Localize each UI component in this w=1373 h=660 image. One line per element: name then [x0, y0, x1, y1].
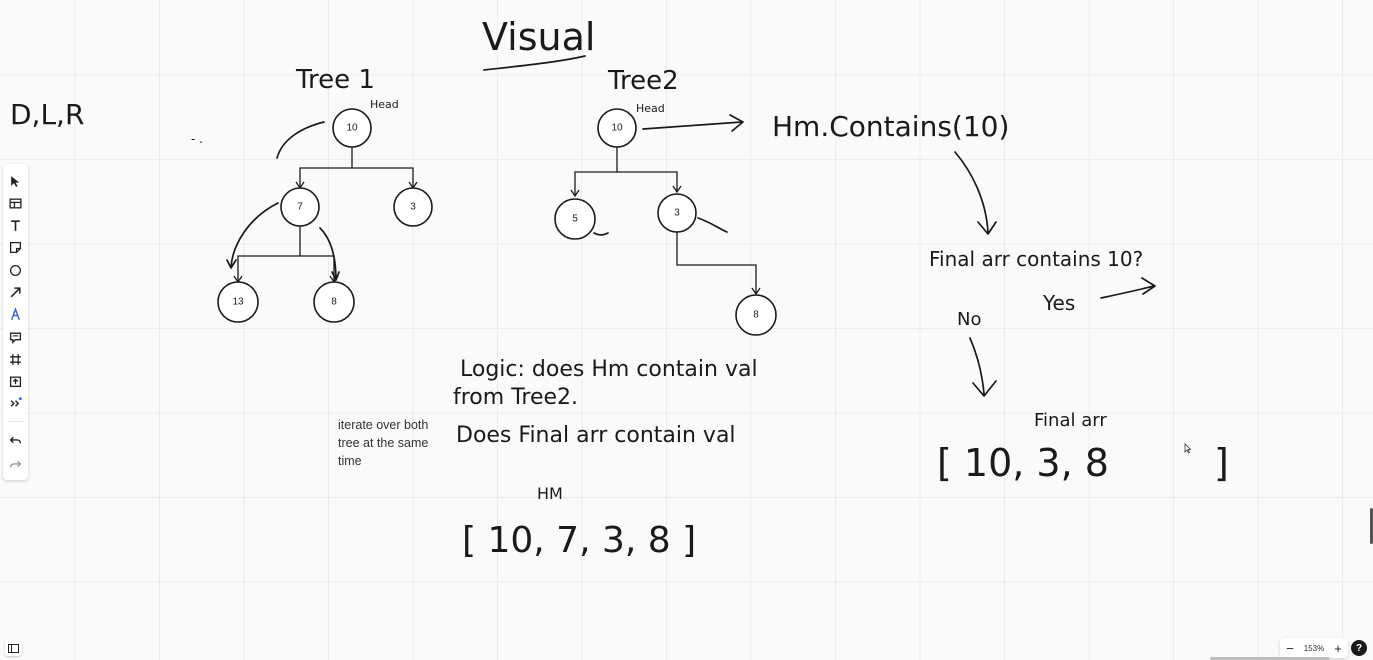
- zoom-control: − 153% +: [1280, 638, 1348, 658]
- tree1-node[interactable]: 10: [332, 108, 372, 148]
- panel-toggle-button[interactable]: [5, 640, 22, 656]
- arrowhead: [570, 189, 580, 198]
- zoom-level[interactable]: 153%: [1303, 643, 1325, 653]
- final-arr-label: Final arr: [1034, 410, 1107, 431]
- tree1-node[interactable]: 13: [217, 281, 259, 323]
- note-dash: - .: [191, 132, 203, 146]
- logic-line2: from Tree2.: [453, 385, 578, 410]
- redo-icon[interactable]: [3, 454, 28, 474]
- tree2-node[interactable]: 10: [597, 108, 637, 148]
- mouse-cursor-icon: [1184, 443, 1192, 454]
- arrowhead: [751, 287, 761, 296]
- traversal-stroke: [319, 227, 340, 281]
- board-title: Visual: [482, 15, 595, 59]
- sticky-note-tool-icon[interactable]: [3, 237, 28, 257]
- flow-arrow: [642, 114, 744, 132]
- pen-tool-icon[interactable]: [3, 304, 28, 324]
- logic-line3: Does Final arr contain val: [456, 423, 736, 448]
- tree2-node[interactable]: 5: [554, 198, 596, 240]
- traversal-stroke: [276, 121, 325, 159]
- svg-text:7: 7: [297, 202, 303, 213]
- svg-text:8: 8: [753, 310, 759, 321]
- final-arr-values: [ 10, 3, 8: [937, 441, 1109, 485]
- svg-text:10: 10: [346, 123, 358, 134]
- tree1-head-label: Head: [370, 98, 399, 111]
- tree1-node[interactable]: 3: [393, 187, 433, 227]
- no-label: No: [957, 309, 981, 330]
- logic-line1: Logic: does Hm contain val: [460, 357, 758, 382]
- final-question-text: Final arr contains 10?: [929, 247, 1143, 271]
- left-toolbar: [3, 164, 28, 480]
- undo-icon[interactable]: [3, 430, 28, 450]
- tree2-edge-10-5: [574, 147, 618, 196]
- svg-text:8: 8: [331, 297, 337, 308]
- svg-text:5: 5: [572, 214, 578, 225]
- tree2-edge-3-8: [676, 231, 757, 294]
- frame-layout-tool-icon[interactable]: [3, 193, 28, 213]
- horizontal-scrollbar[interactable]: [1210, 657, 1330, 660]
- title-underline: [483, 55, 586, 71]
- text-tool-icon[interactable]: [3, 215, 28, 235]
- tree1-label: Tree 1: [295, 65, 375, 95]
- comment-tool-icon[interactable]: [3, 327, 28, 347]
- tree2-head-label: Head: [636, 102, 665, 115]
- tree1-edge-7-8: [300, 255, 335, 282]
- tree2-node[interactable]: 3: [657, 193, 697, 233]
- tree2-node[interactable]: 8: [735, 294, 777, 336]
- tree1-node[interactable]: 8: [313, 281, 355, 323]
- traversal-stroke: [593, 232, 609, 236]
- sidebar-panel-icon: [8, 643, 19, 653]
- frame-tool-icon[interactable]: [3, 349, 28, 369]
- upload-tool-icon[interactable]: [3, 371, 28, 391]
- svg-text:3: 3: [410, 202, 416, 213]
- traversal-stroke: [226, 202, 279, 269]
- shape-tool-icon[interactable]: [3, 260, 28, 280]
- svg-text:13: 13: [232, 297, 244, 308]
- tree1-edge-10-7: [299, 147, 353, 188]
- svg-text:3: 3: [674, 208, 680, 219]
- yes-arrow: [1100, 277, 1156, 299]
- hm-contains-text: Hm.Contains(10): [772, 110, 1009, 143]
- vertical-scrollbar[interactable]: [1370, 508, 1373, 544]
- more-tools-icon[interactable]: [3, 393, 28, 413]
- hm-label: HM: [537, 484, 563, 503]
- tree1-node[interactable]: 7: [280, 187, 320, 227]
- help-button[interactable]: ?: [1351, 640, 1367, 656]
- svg-text:10: 10: [611, 123, 623, 134]
- sticky-note-text[interactable]: iterate over both tree at the same time: [338, 418, 429, 468]
- hm-values: [ 10, 7, 3, 8 ]: [462, 520, 696, 561]
- tree1-edge-10-3: [352, 167, 414, 188]
- tree2-edge-10-3: [617, 171, 678, 192]
- traversal-stroke: [697, 217, 728, 233]
- tree1-edge-7-13: [237, 226, 301, 282]
- arrowhead: [672, 185, 682, 194]
- zoom-in-button[interactable]: +: [1334, 640, 1342, 656]
- select-tool-icon[interactable]: [3, 171, 28, 191]
- yes-label: Yes: [1042, 291, 1075, 315]
- note-dlr: D,L,R: [10, 98, 84, 131]
- tree2-label: Tree2: [607, 66, 679, 96]
- final-arr-close: ]: [1214, 441, 1229, 485]
- zoom-out-button[interactable]: −: [1286, 640, 1294, 656]
- no-arrow: [969, 337, 997, 397]
- arrow-tool-icon[interactable]: [3, 282, 28, 302]
- flow-arrow: [954, 151, 997, 235]
- toolbar-divider: [7, 421, 24, 422]
